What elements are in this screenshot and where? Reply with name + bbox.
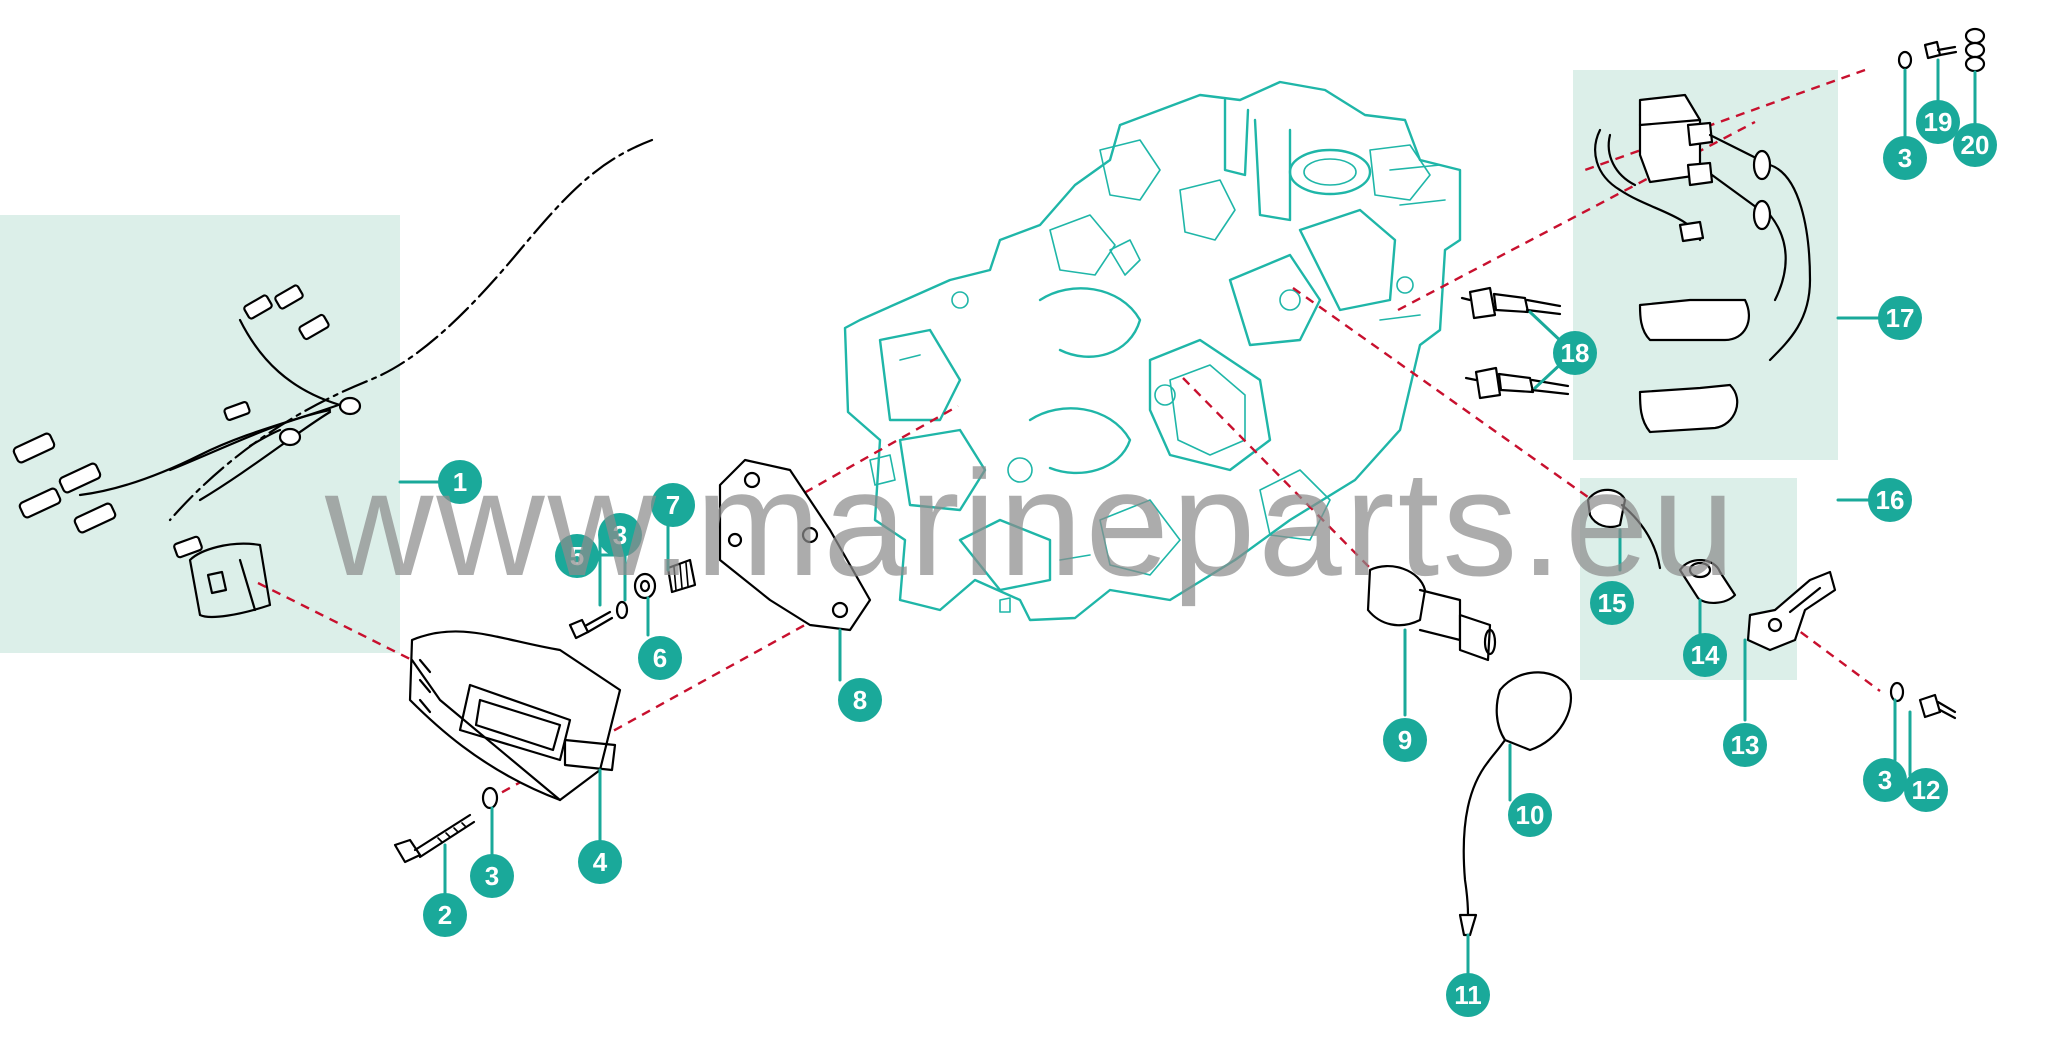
callout-6: 6 bbox=[638, 636, 682, 680]
callout-3-top-washer: 3 bbox=[1883, 136, 1927, 180]
wiring-harness-part bbox=[12, 138, 654, 619]
callout-3-bracket-washer: 3 bbox=[1863, 758, 1907, 802]
svg-text:5: 5 bbox=[570, 541, 584, 571]
svg-text:3: 3 bbox=[485, 861, 499, 891]
svg-text:16: 16 bbox=[1876, 485, 1905, 515]
callout-1: 1 bbox=[438, 460, 482, 504]
svg-text:13: 13 bbox=[1731, 730, 1760, 760]
callout-9: 9 bbox=[1383, 718, 1427, 762]
callout-13: 13 bbox=[1723, 723, 1767, 767]
callout-3-cdi-washer: 3 bbox=[470, 854, 514, 898]
cdi-unit-part bbox=[408, 630, 622, 802]
svg-text:6: 6 bbox=[653, 643, 667, 673]
svg-text:20: 20 bbox=[1961, 130, 1990, 160]
callout-17: 17 bbox=[1878, 296, 1922, 340]
svg-text:14: 14 bbox=[1691, 640, 1720, 670]
coil-fasteners-part bbox=[1897, 27, 1986, 73]
svg-text:12: 12 bbox=[1912, 775, 1941, 805]
svg-text:11: 11 bbox=[1454, 980, 1482, 1010]
callout-16: 16 bbox=[1868, 478, 1912, 522]
svg-text:3: 3 bbox=[1878, 765, 1892, 795]
sensor-part bbox=[1366, 565, 1497, 662]
callout-10: 10 bbox=[1508, 793, 1552, 837]
bracket-fasteners-part bbox=[1889, 681, 1957, 720]
callout-7: 7 bbox=[651, 483, 695, 527]
callout-19: 19 bbox=[1916, 100, 1960, 144]
panel-wiring-harness bbox=[0, 215, 400, 653]
mounting-plate-part bbox=[718, 458, 872, 632]
svg-text:17: 17 bbox=[1886, 303, 1915, 333]
callout-3-plate-washer: 3 bbox=[598, 513, 642, 557]
callout-8: 8 bbox=[838, 678, 882, 722]
svg-text:9: 9 bbox=[1398, 725, 1412, 755]
callout-5: 5 bbox=[555, 534, 599, 578]
callout-20: 20 bbox=[1953, 123, 1997, 167]
svg-text:7: 7 bbox=[666, 490, 680, 520]
fastener-set-part bbox=[568, 558, 697, 640]
callout-15: 15 bbox=[1590, 581, 1634, 625]
callout-4: 4 bbox=[578, 840, 622, 884]
callout-2: 2 bbox=[423, 893, 467, 937]
svg-text:8: 8 bbox=[853, 685, 867, 715]
watermark-text: www.marineparts.eu bbox=[324, 439, 1738, 607]
callout-11: 11 bbox=[1446, 973, 1490, 1017]
svg-text:2: 2 bbox=[438, 900, 452, 930]
callout-14: 14 bbox=[1683, 633, 1727, 677]
svg-text:15: 15 bbox=[1598, 588, 1627, 618]
spark-plugs-part bbox=[1460, 286, 1570, 400]
svg-text:4: 4 bbox=[593, 847, 608, 877]
ignition-coils-part bbox=[1594, 93, 1812, 434]
washer-part-a bbox=[481, 786, 499, 810]
long-bolt-part bbox=[393, 813, 476, 864]
svg-text:1: 1 bbox=[453, 467, 467, 497]
plug-cap-part bbox=[1458, 671, 1573, 937]
svg-text:3: 3 bbox=[1898, 143, 1912, 173]
svg-text:19: 19 bbox=[1924, 107, 1953, 137]
callout-12: 12 bbox=[1904, 768, 1948, 812]
bracket-parts bbox=[1586, 488, 1837, 652]
svg-text:18: 18 bbox=[1561, 338, 1590, 368]
callout-18: 18 bbox=[1553, 331, 1597, 375]
engine-block bbox=[843, 80, 1462, 622]
svg-text:10: 10 bbox=[1516, 800, 1545, 830]
svg-text:3: 3 bbox=[613, 520, 627, 550]
